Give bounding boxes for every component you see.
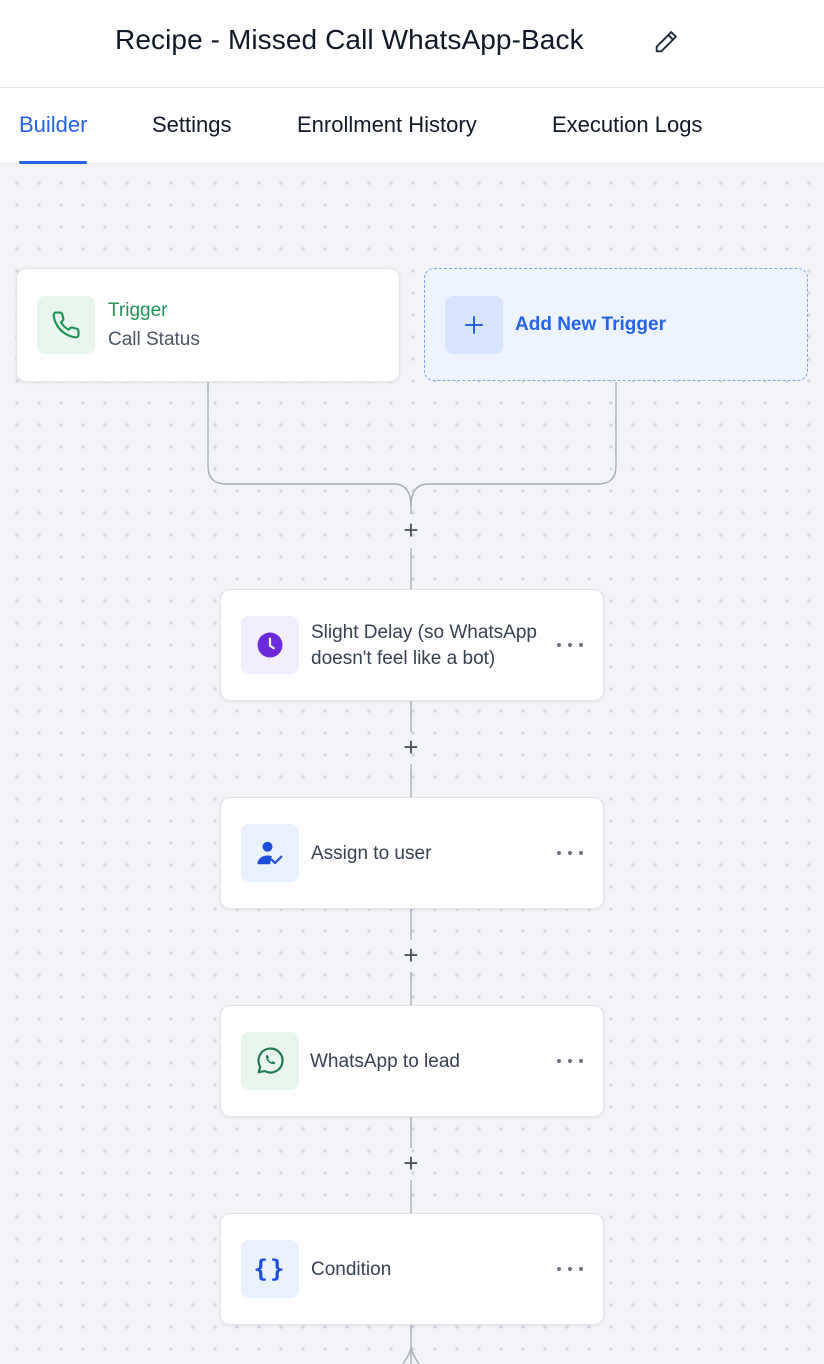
trigger-card[interactable]: Trigger Call Status: [16, 268, 400, 382]
tab-bar: Builder Settings Enrollment History Exec…: [0, 88, 824, 164]
more-options-icon[interactable]: [557, 1259, 583, 1279]
header: Recipe - Missed Call WhatsApp-Back: [0, 0, 824, 88]
step-card-assign-user[interactable]: Assign to user: [220, 797, 604, 909]
add-new-trigger-button[interactable]: Add New Trigger: [424, 268, 808, 381]
add-step-button[interactable]: +: [403, 940, 419, 970]
step-label: Slight Delay (so WhatsApp doesn't feel l…: [311, 620, 537, 672]
more-options-icon[interactable]: [557, 635, 583, 655]
tab-settings[interactable]: Settings: [152, 112, 232, 137]
braces-icon: {}: [241, 1240, 299, 1298]
tab-enrollment-history[interactable]: Enrollment History: [297, 112, 477, 137]
step-label-line1: Slight Delay (so WhatsApp: [311, 622, 537, 643]
add-step-button[interactable]: +: [403, 515, 419, 545]
add-new-trigger-label: Add New Trigger: [515, 314, 666, 335]
more-options-icon[interactable]: [557, 843, 583, 863]
pencil-icon[interactable]: [652, 28, 680, 56]
step-label: WhatsApp to lead: [310, 1051, 460, 1072]
page-title: Recipe - Missed Call WhatsApp-Back: [115, 24, 584, 55]
phone-icon: [37, 296, 95, 354]
clock-icon: [241, 616, 299, 674]
user-check-icon: [241, 824, 299, 882]
step-card-whatsapp[interactable]: WhatsApp to lead: [220, 1005, 604, 1117]
tab-builder[interactable]: Builder: [19, 112, 88, 164]
step-card-delay[interactable]: Slight Delay (so WhatsApp doesn't feel l…: [220, 589, 604, 701]
step-label: Condition: [311, 1259, 392, 1280]
plus-icon: [445, 296, 503, 354]
step-label: Assign to user: [311, 843, 432, 864]
more-options-icon[interactable]: [557, 1051, 583, 1071]
add-step-button[interactable]: +: [403, 732, 419, 762]
tab-execution-logs[interactable]: Execution Logs: [552, 112, 703, 137]
add-step-button[interactable]: +: [403, 1148, 419, 1178]
whatsapp-icon: [241, 1032, 299, 1090]
trigger-subtitle: Call Status: [108, 329, 200, 350]
step-label-line2: doesn't feel like a bot): [311, 648, 496, 669]
step-card-condition[interactable]: {} Condition: [220, 1213, 604, 1325]
trigger-title: Trigger: [108, 300, 168, 321]
